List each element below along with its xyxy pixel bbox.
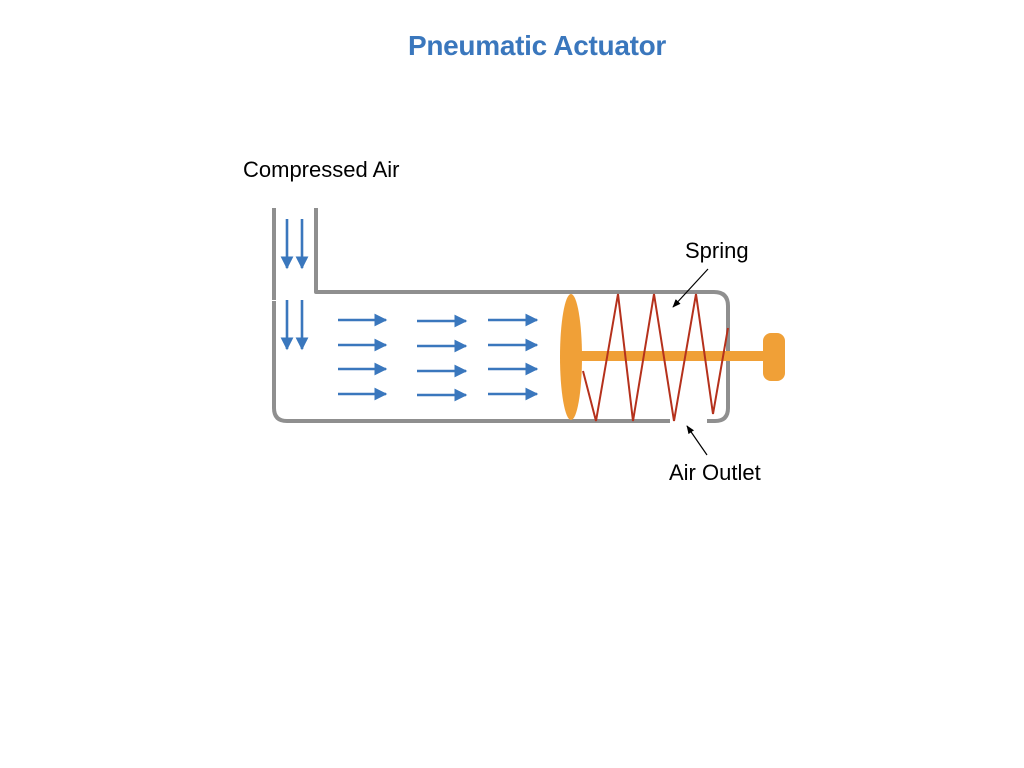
piston-assembly bbox=[560, 294, 785, 420]
air-flow-arrows bbox=[280, 219, 539, 402]
piston-head bbox=[560, 294, 582, 420]
spring-coil bbox=[582, 293, 729, 422]
compressed-air-label: Compressed Air bbox=[243, 157, 400, 182]
piston-rod bbox=[574, 351, 774, 361]
air-outlet-label: Air Outlet bbox=[669, 460, 761, 485]
page-title: Pneumatic Actuator bbox=[407, 30, 667, 61]
spring-pointer-arrow bbox=[672, 268, 709, 308]
cylinder-housing bbox=[272, 208, 730, 423]
housing-upper-wall bbox=[314, 208, 730, 423]
rod-end-cap bbox=[763, 333, 785, 381]
housing-lower-wall bbox=[272, 208, 670, 423]
spring-label: Spring bbox=[685, 238, 749, 263]
air-outlet-pointer-arrow bbox=[686, 425, 708, 456]
